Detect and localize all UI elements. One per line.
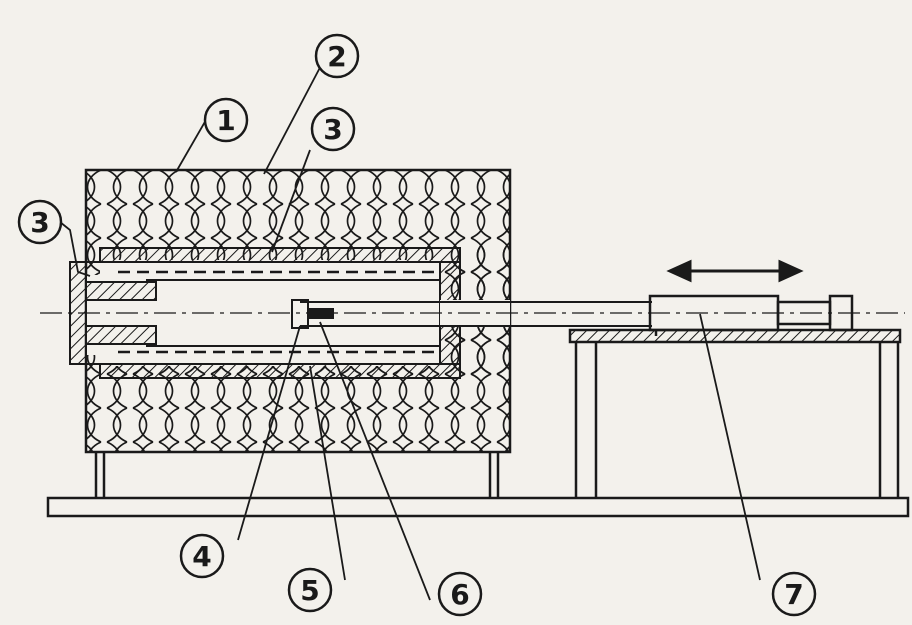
heating-element: [118, 270, 438, 354]
callout-4-label: 4: [192, 540, 211, 573]
callout-2-label: 2: [327, 40, 346, 73]
work-tube: [146, 279, 440, 347]
callout-4: 4: [179, 533, 225, 579]
callout-5: 5: [287, 567, 333, 613]
double-arrow-icon: [666, 259, 804, 283]
callout-3-top-label: 3: [323, 113, 342, 146]
furnace-legs: [94, 452, 500, 498]
callout-6: 6: [437, 571, 483, 617]
callout-7: 7: [771, 571, 817, 617]
callout-5-label: 5: [300, 574, 319, 607]
specimen: [308, 308, 334, 319]
callout-3-left: 3: [17, 199, 63, 245]
support-stand: [568, 328, 902, 498]
callout-3-top: 3: [310, 106, 356, 152]
callout-1: 1: [203, 97, 249, 143]
callout-2: 2: [314, 33, 360, 79]
callout-6-label: 6: [450, 578, 469, 611]
leader-lines: [59, 57, 761, 601]
callout-3-left-label: 3: [30, 206, 49, 239]
callout-1-label: 1: [216, 104, 235, 137]
end-flange: [69, 261, 157, 365]
callout-7-label: 7: [784, 578, 803, 611]
base-plate: [46, 496, 910, 518]
